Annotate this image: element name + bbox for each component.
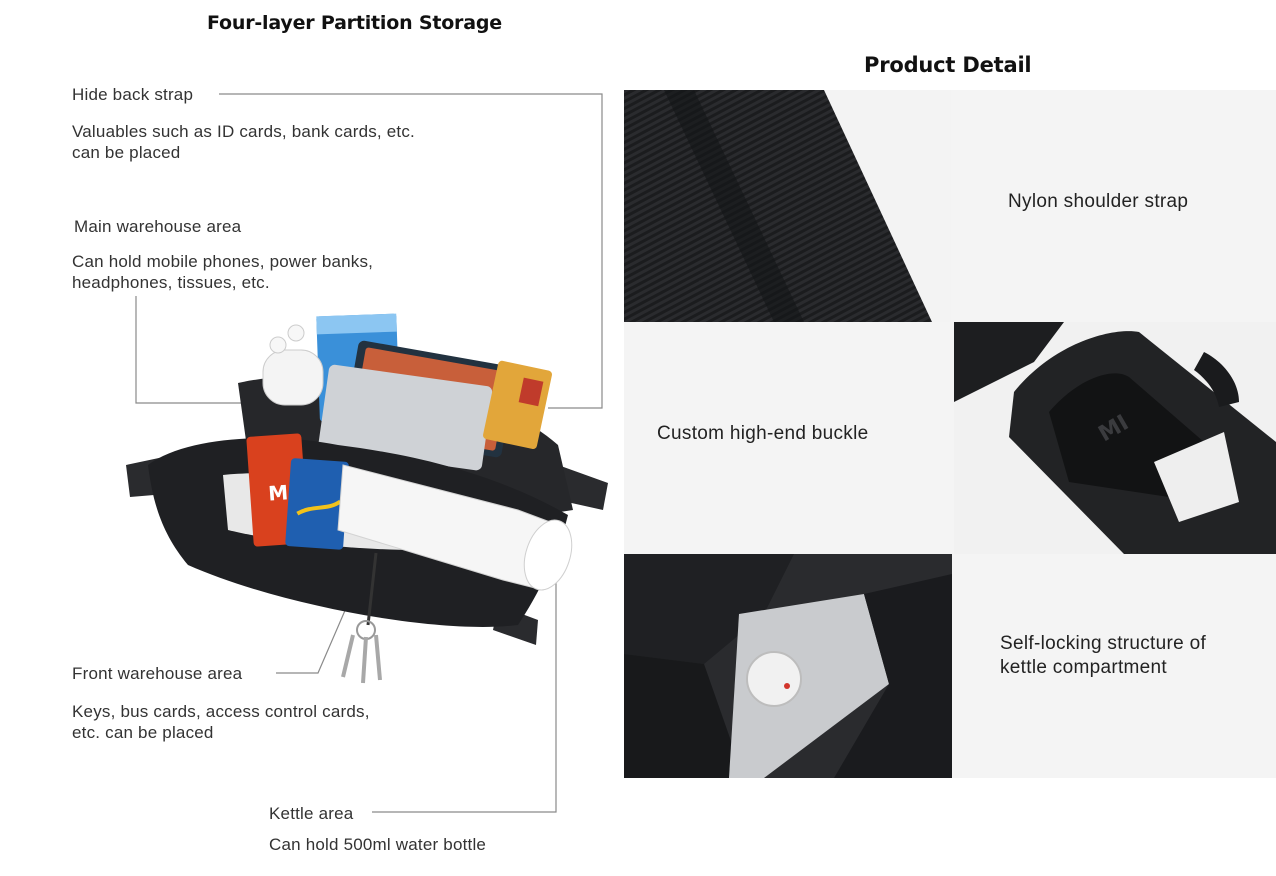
callout-back-strap-desc-2: can be placed	[72, 143, 181, 162]
earbuds-case	[262, 349, 324, 406]
product-detail-title: Product Detail	[864, 53, 1032, 77]
power-bank	[318, 364, 493, 471]
callout-main-area-label: Main warehouse area	[74, 217, 242, 236]
callout-main-area-desc-1: Can hold mobile phones, power banks,	[72, 252, 374, 271]
callout-front-area-desc-1: Keys, bus cards, access control cards,	[72, 702, 370, 721]
callout-front-area-desc-2: etc. can be placed	[72, 723, 214, 742]
keys-icon	[341, 634, 382, 684]
buckle-caption-panel	[624, 322, 954, 554]
kettle-caption-panel	[952, 554, 1276, 778]
kettle-caption-line2: kettle compartment	[1000, 657, 1167, 678]
key-lanyard	[366, 552, 378, 626]
buckle-caption: Custom high-end buckle	[657, 423, 869, 444]
callout-back-strap-label: Hide back strap	[72, 85, 194, 104]
callout-kettle-area-label: Kettle area	[269, 804, 354, 823]
kettle-compartment-photo	[624, 554, 952, 778]
leader-back-strap	[219, 93, 603, 409]
lock-knob-icon	[746, 651, 802, 707]
storage-title: Four-layer Partition Storage	[207, 12, 502, 34]
leader-kettle-area	[372, 555, 557, 813]
kettle-caption-line1: Self-locking structure of	[1000, 633, 1207, 654]
callout-kettle-area-desc-1: Can hold 500ml water bottle	[269, 835, 487, 854]
waist-bag-illustration: MI	[126, 313, 608, 684]
strap-caption: Nylon shoulder strap	[1008, 191, 1189, 212]
callout-front-area-label: Front warehouse area	[72, 664, 243, 683]
right-strap-end	[558, 465, 608, 510]
strap-photo	[624, 90, 951, 322]
callout-back-strap-desc-1: Valuables such as ID cards, bank cards, …	[72, 122, 415, 141]
strap-caption-panel	[951, 90, 1276, 322]
callout-main-area-desc-2: headphones, tissues, etc.	[72, 273, 270, 292]
buckle-photo: MI	[954, 322, 1276, 554]
blue-card	[285, 458, 349, 550]
